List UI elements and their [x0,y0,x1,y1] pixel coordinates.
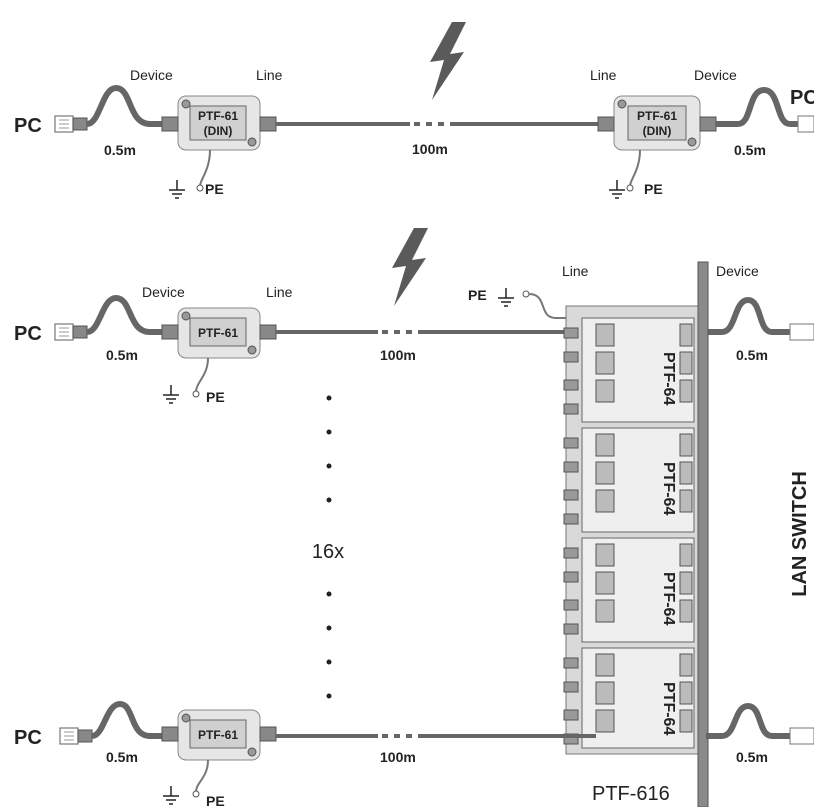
bottom-pc-label: PC [14,727,42,749]
top-right-pe-label: PE [644,181,663,197]
ptf64-label-1: PTF-64 [660,352,677,405]
top-left-pe-wire [199,149,211,187]
panel-pe-wire [528,293,572,319]
top-right-box-label-2: (DIN) [643,124,672,138]
top-right-patch-cable [716,86,800,127]
bottom-ptf61: PTF-61 [161,709,277,761]
top-left-pe-label: PE [205,181,224,197]
middle-row: PC Device 0.5m PTF-61 Line PE 100m PE [14,228,814,405]
panel-pe-terminal [522,290,530,298]
multiplier-label: 16x [312,541,344,563]
top-left-box-label-1: PTF-61 [198,109,238,123]
mid-pe-wire [195,357,209,393]
mid-patch-cable [86,294,178,335]
bottom-pe-terminal [192,790,200,798]
mid-pe-label: PE [206,389,225,405]
mid-box-label: PTF-61 [198,326,238,340]
top-row: PC Device 0.5m PTF-61 (DIN) Line PE 100m [14,22,814,199]
top-right-pc-label: PC [790,87,814,109]
top-left-box-label-2: (DIN) [204,124,233,138]
top-right-cable-length: 0.5m [734,142,766,158]
top-left-patch-cable [86,84,178,127]
top-left-device-label: Device [130,67,173,83]
ptf64-module: PTF-64 [581,317,695,423]
mid-device-label: Device [142,284,185,300]
top-right-pc-plug [797,115,814,133]
lan-switch-label: LAN SWITCH [789,471,811,597]
top-left-ground-icon [168,179,186,199]
ptf64-module: PTF-64 [581,537,695,643]
bottom-ground-icon [162,785,180,805]
mid-line-label: Line [266,284,293,300]
top-trunk-length: 100m [412,141,448,157]
ptf64-module: PTF-64 [581,427,695,533]
ptf616-panel: PTF-64 PTF-64 PTF-64 [563,261,709,807]
mid-ground-icon [162,384,180,404]
top-right-ptf61-din: PTF-61 (DIN) [597,95,717,151]
bottom-pc-plug [59,727,93,745]
bottom-pe-label: PE [206,793,225,807]
mid-pe-terminal [192,390,200,398]
mid-ptf61: PTF-61 [161,307,277,359]
bottom-row: PC 0.5m PTF-61 PE 100m 0.5m [14,700,814,807]
top-left-cable-length: 0.5m [104,142,136,158]
multiplier-dots [326,395,332,699]
mid-switch-plug [789,323,814,341]
top-lightning-icon [430,22,466,100]
ptf64-label-3: PTF-64 [660,572,677,625]
top-right-device-label: Device [694,67,737,83]
bottom-cable-length: 0.5m [106,749,138,765]
top-left-ptf61-din: PTF-61 (DIN) [161,95,277,151]
mid-lightning-icon [392,228,428,306]
ptf64-label-4: PTF-64 [660,682,677,735]
bottom-switch-plug [789,727,814,745]
bottom-pe-wire [195,759,209,793]
top-left-pc-plug [54,115,88,133]
panel-line-label: Line [562,263,589,279]
top-left-line-label: Line [256,67,283,83]
top-left-pc-label: PC [14,115,42,137]
ptf64-module: PTF-64 [581,647,695,749]
bottom-switch-patch-cable [706,702,790,739]
mid-pc-label: PC [14,323,42,345]
top-right-box-label-1: PTF-61 [637,109,677,123]
mid-cable-length: 0.5m [106,347,138,363]
bottom-trunk-length: 100m [380,749,416,765]
panel-left-ports [563,327,579,745]
mid-pc-plug [54,323,88,341]
panel-device-label: Device [716,263,759,279]
panel-name-label: PTF-616 [592,783,670,805]
mid-switch-cable-length: 0.5m [736,347,768,363]
ptf64-label-2: PTF-64 [660,462,677,515]
bottom-box-label: PTF-61 [198,728,238,742]
bottom-patch-cable [91,700,178,739]
top-left-pe-terminal [196,184,204,192]
top-right-line-label: Line [590,67,617,83]
panel-pe-label: PE [468,287,487,303]
top-right-pe-wire [629,149,641,187]
top-right-ground-icon [608,179,626,199]
top-right-pe-terminal [626,184,634,192]
mid-switch-patch-cable [706,296,790,335]
bottom-switch-cable-length: 0.5m [736,749,768,765]
mid-trunk-length: 100m [380,347,416,363]
panel-ground-icon [497,287,515,307]
